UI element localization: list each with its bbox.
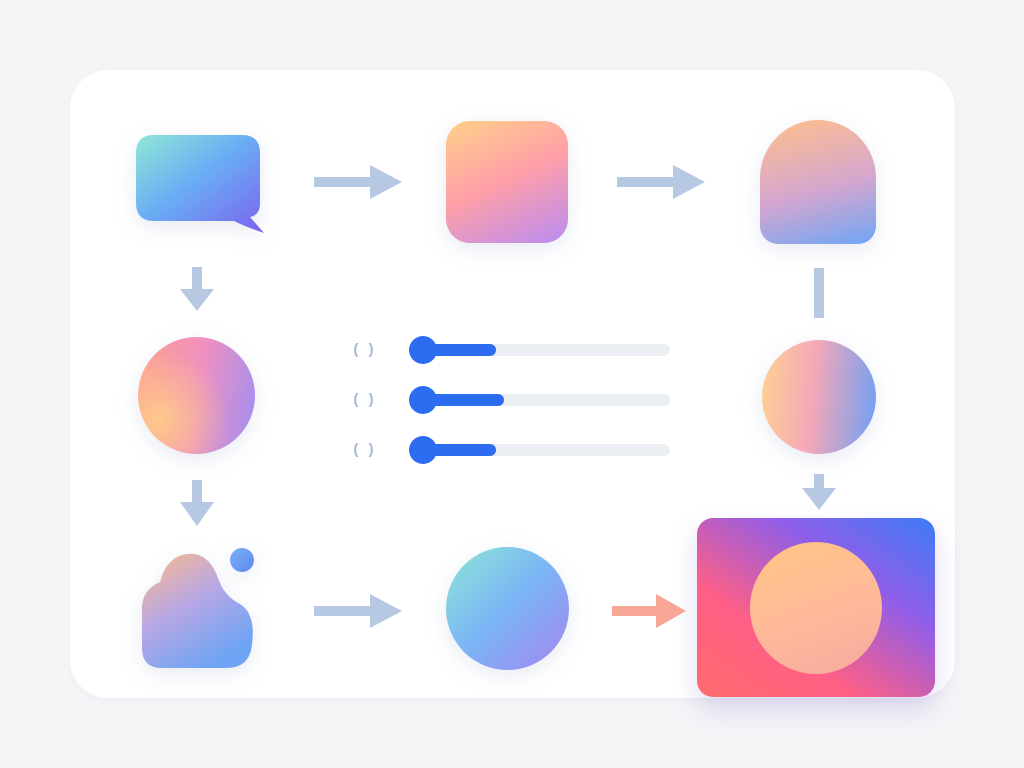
arrow-right-1 (314, 165, 402, 199)
blob-icon (142, 548, 254, 668)
slider-row-3: ( ) (350, 435, 670, 465)
arrow-down-3 (802, 474, 836, 510)
slider-3-fill (422, 444, 496, 456)
slider-row-2: ( ) (350, 385, 670, 415)
slider-2-knob[interactable] (409, 386, 437, 414)
arrow-down-2 (180, 480, 214, 526)
final-circle (750, 542, 882, 674)
arrow-right-highlight (612, 594, 686, 628)
connector-line-vertical (814, 268, 824, 318)
slider-3-icon: ( ) (353, 441, 377, 458)
circle-node-right (762, 340, 876, 454)
slider-1-knob[interactable] (409, 336, 437, 364)
slider-row-1: ( ) (350, 335, 670, 365)
circle-node-left (138, 337, 255, 454)
slider-3-knob[interactable] (409, 436, 437, 464)
slider-2-fill (422, 394, 504, 406)
square-icon (446, 121, 568, 243)
image-frame-icon (697, 518, 935, 697)
arrow-right-2 (617, 165, 705, 199)
slider-1-fill (422, 344, 496, 356)
arch-icon (760, 120, 876, 244)
arrow-right-3 (314, 594, 402, 628)
slider-2-icon: ( ) (353, 391, 377, 408)
arrow-down-1 (180, 267, 214, 311)
circle-node-bottom (446, 547, 569, 670)
chat-bubble-icon (136, 135, 264, 233)
slider-1-icon: ( ) (353, 341, 377, 358)
